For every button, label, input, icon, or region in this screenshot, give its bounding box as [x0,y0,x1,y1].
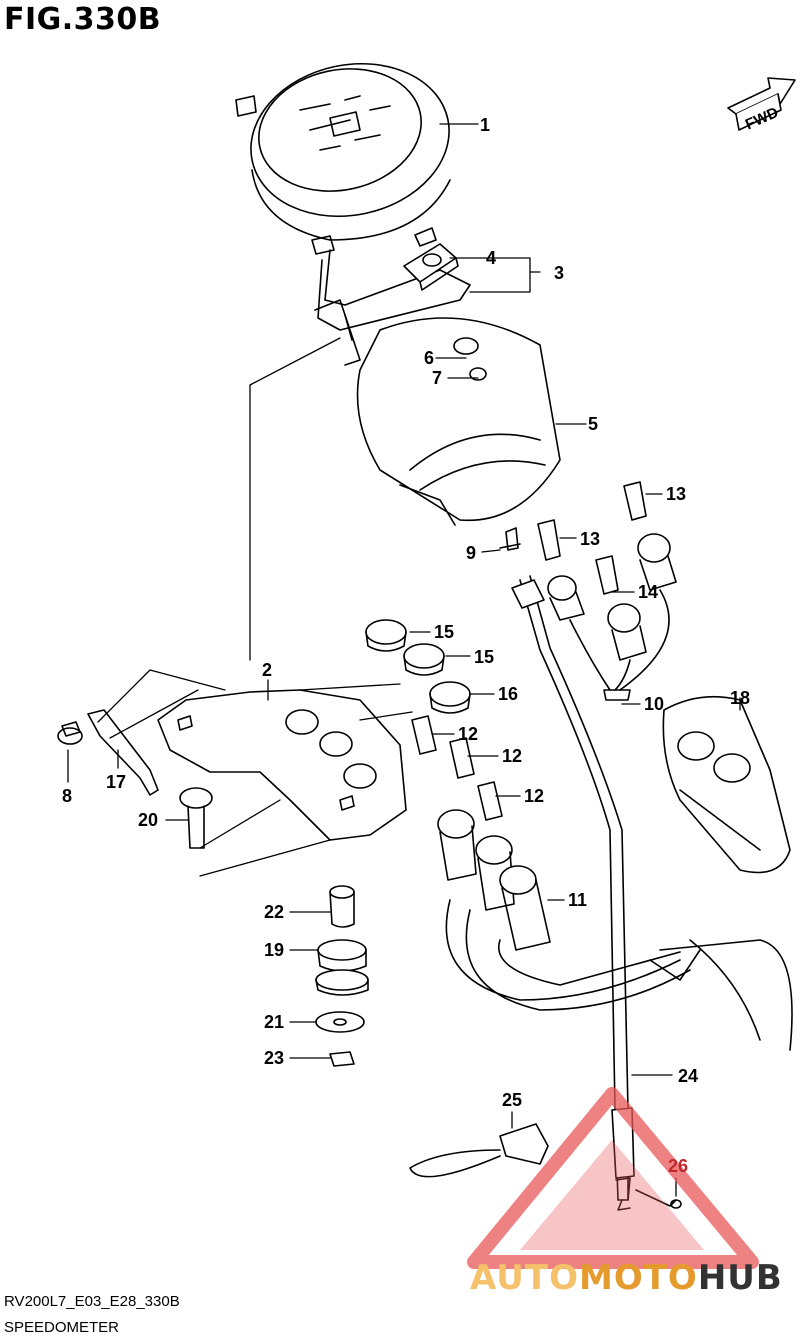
bulb-part [537,481,647,595]
wire-harness-upper [547,533,677,701]
callout-label: 11 [568,890,587,910]
callout-label: 21 [264,1012,284,1032]
bolt-part [57,721,83,745]
callout-label: 4 [486,248,496,268]
callout-label: 20 [138,810,158,830]
callout-label: 6 [424,348,434,368]
cable-clamp [409,1123,549,1178]
screw-part [635,1189,682,1209]
callout-label: 15 [434,622,454,642]
callout-label: 12 [502,746,522,766]
callout-label: 12 [458,724,478,744]
socket-harness [437,809,793,1051]
nut-part [329,1051,355,1067]
speedometer-meter [235,62,451,255]
callout-label: 16 [498,684,518,704]
cushion-part [403,243,459,291]
callout-label: 23 [264,1048,284,1068]
indicator-plate [157,689,407,841]
screw-part [499,527,521,551]
figure-caption: SPEEDOMETER [4,1319,120,1336]
washer-part [315,1011,365,1033]
figure-code: RV200L7_E03_E28_330B [4,1293,180,1310]
callout-label: 24 [678,1066,698,1086]
callout-label: 10 [644,694,664,714]
watermark-text: AUTOMOTOHUB [470,1258,783,1298]
callout-label: 19 [264,940,284,960]
callout-label: 7 [432,368,442,388]
callout-label: 15 [474,647,494,667]
callout-label: 14 [638,582,658,602]
meter-bracket [314,249,471,366]
switch-box [662,695,791,874]
callout-label: 12 [524,786,544,806]
callout-label: 13 [580,529,600,549]
blind-plug [365,619,471,714]
bulb-part [411,715,503,821]
bracket-stay [87,709,159,796]
collar-part [329,885,355,928]
callout-label: 5 [588,414,598,434]
callout-label: 25 [502,1090,522,1110]
callout-label: 26 [668,1156,688,1176]
callout-label: 17 [106,772,126,792]
callout-label: 1 [480,115,490,135]
callout-label: 22 [264,902,284,922]
figure-title: FIG.330B [4,2,162,37]
callout-label: 2 [262,660,272,680]
callout-label: 13 [666,484,686,504]
leader-lines [67,123,741,1197]
forward-arrow-icon [727,77,796,131]
callout-label: 9 [466,543,476,563]
watermark-logo [467,1087,759,1269]
callout-label: 8 [62,786,72,806]
callout-label: 18 [730,688,750,708]
grommet-part [315,939,369,996]
meter-cover [356,317,561,526]
callout-label: 3 [554,263,564,283]
bolt-part [179,787,213,849]
